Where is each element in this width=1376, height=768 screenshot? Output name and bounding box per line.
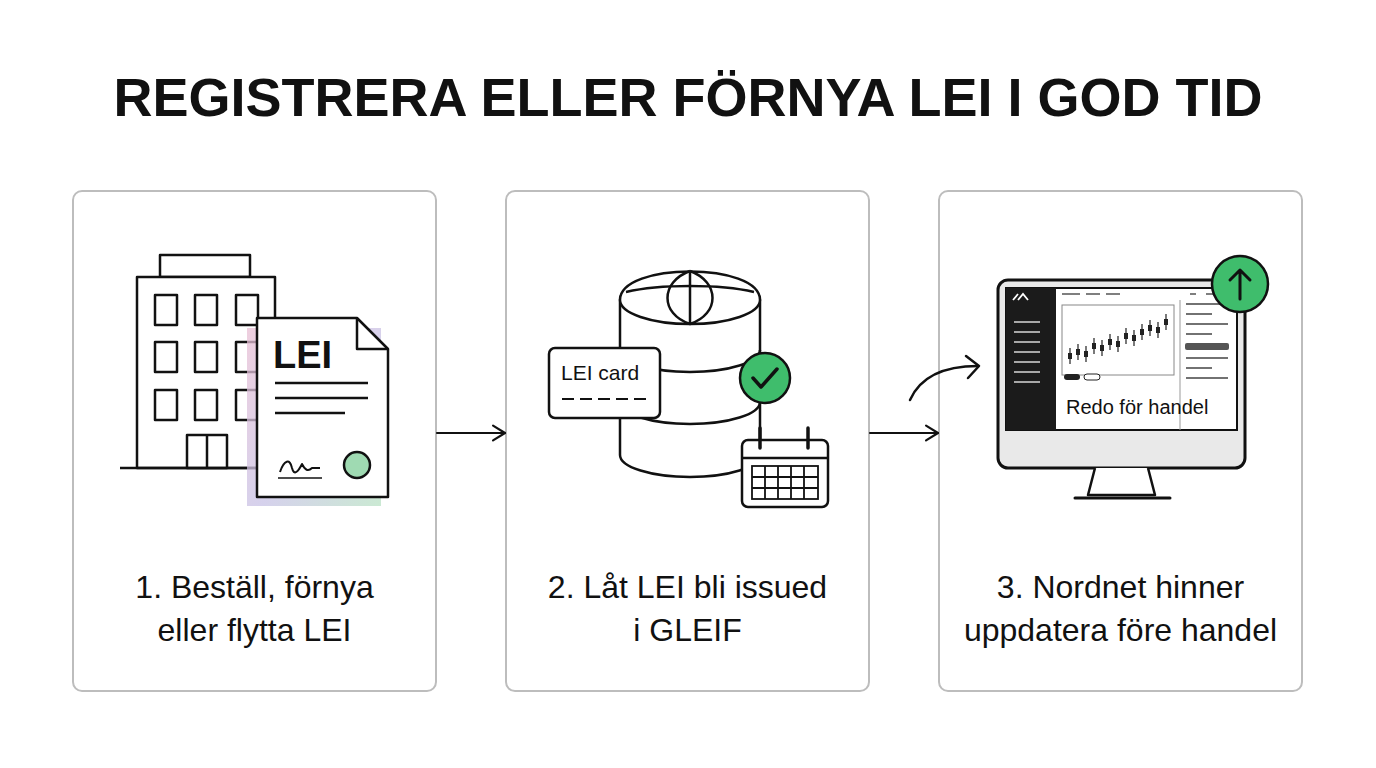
arrow-line [870,432,938,434]
diagram-title: REGISTRERA ELLER FÖRNYA LEI I GOD TID [0,64,1376,130]
card-label: LEI card [561,360,639,385]
step-caption: 2. Låt LEI bli issued i GLEIF [544,566,832,652]
arrow-line [437,432,505,434]
flow-arrow [437,426,505,441]
arrow-head [926,426,938,441]
step-panel: 2. Låt LEI bli issued i GLEIF [505,190,870,692]
step-caption: 1. Beställ, förnya eller flytta LEI [110,566,400,652]
document-label: LEI [273,333,332,379]
step-panel: 1. Beställ, förnya eller flytta LEI [72,190,437,692]
flow-arrow [870,426,938,441]
step-caption: 3. Nordnet hinner uppdatera före handel [951,566,1291,652]
step-panel: 3. Nordnet hinner uppdatera före handel [938,190,1303,692]
arrow-head [493,426,505,441]
screen-label: Redo för handel [1066,395,1208,419]
